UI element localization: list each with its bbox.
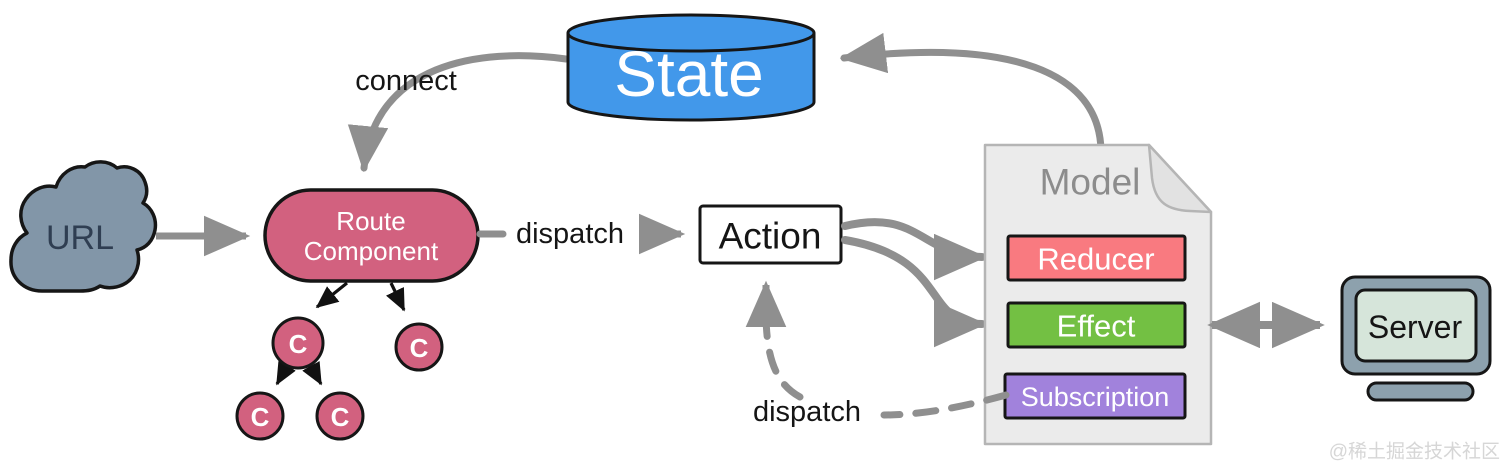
model-document-fold-icon <box>1147 143 1213 214</box>
state-to-route-connect-arrow <box>347 52 570 173</box>
state-node: State <box>566 13 816 122</box>
dispatch-subscription-label: dispatch <box>753 396 861 428</box>
route-to-c2-arrow <box>386 282 406 312</box>
component-c1-label: C <box>289 329 308 359</box>
component-tree: C C C C <box>235 281 444 441</box>
reducer-label: Reducer <box>1037 242 1154 277</box>
effect-node: Effect <box>1006 301 1187 349</box>
connect-edge: connect <box>347 52 570 173</box>
effect-label: Effect <box>1057 309 1136 344</box>
reducer-box <box>1006 234 1187 282</box>
watermark: @稀土掘金技术社区 <box>1329 441 1500 463</box>
action-label: Action <box>719 216 822 257</box>
action-node: Action <box>698 204 843 265</box>
dispatch-edge: dispatch <box>476 213 686 255</box>
route-component-label-line2: Component <box>304 236 439 266</box>
model-document: Model Reducer Effect Subscription <box>983 143 1213 446</box>
route-component-label-line1: Route <box>336 206 405 236</box>
component-node-c1 <box>271 316 325 370</box>
url-label: URL <box>46 219 114 257</box>
component-node-c3 <box>235 391 285 441</box>
component-c2-label: C <box>410 333 429 363</box>
subscription-dispatch-edge: dispatch <box>745 280 1010 428</box>
state-label: State <box>614 38 763 110</box>
server-monitor-stand-icon <box>1366 381 1475 402</box>
dispatch-label: dispatch <box>516 218 624 250</box>
connect-label: connect <box>355 65 457 97</box>
c1-to-c3-arrow <box>275 360 296 386</box>
c1-to-c4-arrow <box>302 360 323 386</box>
component-c4-label: C <box>331 402 350 432</box>
component-c3-label: C <box>251 402 270 432</box>
state-cylinder-top <box>566 13 816 53</box>
server-node: Server <box>1340 275 1492 402</box>
server-label: Server <box>1368 309 1463 345</box>
reducer-node: Reducer <box>1006 234 1187 282</box>
subscription-dispatch-dashed-2 <box>762 308 804 401</box>
component-node-c4 <box>315 391 365 441</box>
action-to-effect-arrow <box>841 236 987 348</box>
subscription-node: Subscription <box>1003 372 1187 420</box>
component-node-c2 <box>394 322 444 372</box>
state-cylinder-body <box>566 33 816 122</box>
action-to-reducer-arrow <box>841 218 987 281</box>
url-cloud-node: URL <box>9 160 158 293</box>
model-to-state-arrow <box>839 32 1105 154</box>
effect-box <box>1006 301 1187 349</box>
server-monitor-screen-icon <box>1354 288 1478 363</box>
route-component-node: Route Component <box>263 188 480 283</box>
action-box <box>698 204 843 265</box>
model-label: Model <box>1040 162 1141 203</box>
route-to-c1-arrow <box>315 281 348 309</box>
cloud-icon <box>9 160 158 293</box>
subscription-label: Subscription <box>1021 382 1170 412</box>
subscription-dispatch-dashed-1 <box>880 391 1010 419</box>
